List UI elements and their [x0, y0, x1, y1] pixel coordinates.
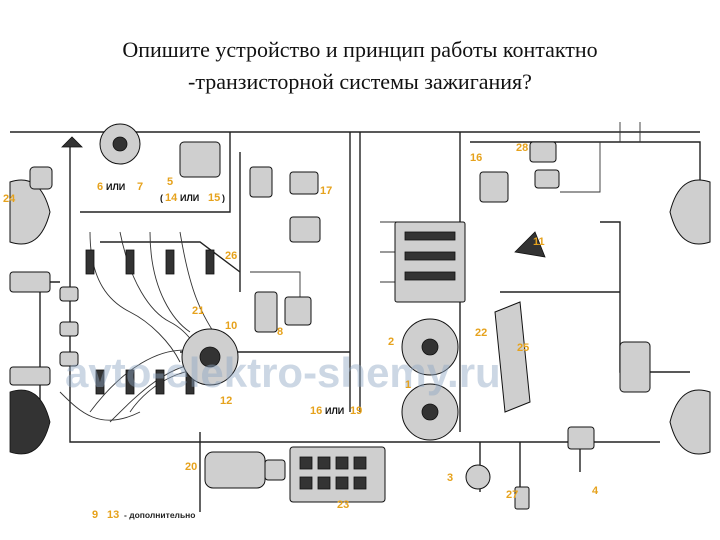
slide-title: Опишите устройство и принцип работы конт… [0, 34, 720, 98]
extra-note: - дополнительно [124, 510, 196, 520]
label-4: 4 [592, 485, 599, 497]
rear-components [465, 341, 651, 510]
label-20: 20 [185, 461, 197, 473]
label-10: 10 [225, 320, 237, 332]
battery [289, 446, 386, 503]
label-12: 12 [220, 395, 232, 407]
starter [204, 451, 286, 489]
label-1: 1 [405, 379, 411, 391]
or-word-16-19: ИЛИ [325, 406, 344, 416]
paren-close: ) [222, 193, 225, 203]
label-21: 21 [192, 305, 204, 317]
label-28: 28 [516, 142, 528, 154]
label-5: 5 [167, 176, 173, 188]
wiring-diagram: avto-elektro-shemy.ru 1 2 3 4 5 6 ИЛИ 7 … [3, 122, 711, 521]
label-19: 19 [350, 405, 362, 417]
ignition-coil-group [179, 141, 321, 243]
title-line-2: -транзисторной системы зажигания? [188, 69, 532, 94]
label-6: 6 [97, 181, 103, 193]
label-16-top: 16 [470, 152, 482, 164]
headlight-right [669, 179, 711, 455]
watermark: avto-elektro-shemy.ru [65, 349, 501, 396]
label-11: 11 [533, 236, 545, 248]
or-word-6-7: ИЛИ [106, 182, 125, 192]
fuse-relay-block [394, 141, 560, 303]
label-14: 14 [165, 192, 178, 204]
label-17: 17 [320, 185, 332, 197]
label-25: 25 [517, 342, 529, 354]
label-7: 7 [137, 181, 143, 193]
paren-open: ( [160, 193, 163, 203]
label-13: 13 [107, 509, 119, 521]
label-22: 22 [475, 327, 487, 339]
label-26: 26 [225, 250, 237, 262]
label-23: 23 [337, 499, 349, 511]
component-labels: 1 2 3 4 5 6 ИЛИ 7 8 9 10 11 12 13 - допо… [3, 142, 599, 521]
label-24: 24 [3, 193, 16, 205]
steering-switch [494, 301, 531, 413]
label-2: 2 [388, 336, 394, 348]
title-line-1: Опишите устройство и принцип работы конт… [122, 37, 598, 62]
or-word-14-15: ИЛИ [180, 193, 199, 203]
label-3: 3 [447, 472, 453, 484]
headlight-left [9, 179, 51, 455]
label-9: 9 [92, 509, 98, 521]
label-16-bottom: 16 [310, 405, 322, 417]
side-lamps [9, 136, 83, 386]
spark-plugs [85, 249, 215, 395]
label-27: 27 [506, 489, 518, 501]
instrument-cluster [401, 318, 459, 441]
generator [99, 123, 141, 165]
label-8: 8 [277, 326, 283, 338]
label-15: 15 [208, 192, 220, 204]
distributor [181, 291, 312, 386]
